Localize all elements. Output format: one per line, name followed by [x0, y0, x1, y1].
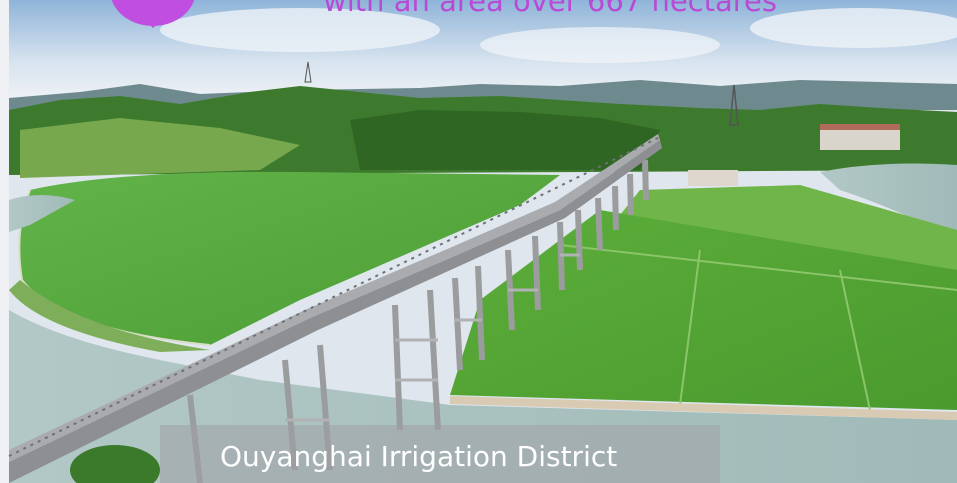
aqueduct-piers — [187, 159, 649, 483]
caption-bar — [160, 425, 720, 483]
aqueduct-deck — [9, 140, 662, 483]
river-left — [9, 195, 75, 232]
aqueduct-top — [9, 134, 660, 462]
cloud — [160, 8, 440, 52]
foreground-tree — [70, 445, 160, 483]
farmhouse — [688, 170, 738, 186]
hillside-clearing — [20, 118, 300, 178]
field-divider — [679, 249, 701, 406]
village-roofs — [820, 124, 900, 130]
transmission-tower — [304, 61, 312, 83]
left-riverbank-grass — [9, 280, 210, 352]
cloud — [750, 8, 957, 48]
transmission-tower — [729, 84, 739, 126]
cloud — [480, 27, 720, 63]
speech-bubble-badge — [111, 0, 195, 28]
caption-text: Ouyanghai Irrigation District — [220, 440, 618, 473]
village-buildings — [820, 128, 900, 150]
field-divider — [559, 244, 957, 291]
left-margin-strip — [0, 0, 9, 483]
forest-dark — [350, 110, 660, 170]
field-divider — [839, 269, 871, 411]
headline-text: with an area over 667 hectares — [322, 0, 777, 18]
aqueduct-crossbeams — [285, 253, 580, 422]
left-rice-field — [19, 171, 561, 345]
aqueduct-channel-slats — [8, 136, 661, 457]
riverbank — [450, 396, 957, 420]
